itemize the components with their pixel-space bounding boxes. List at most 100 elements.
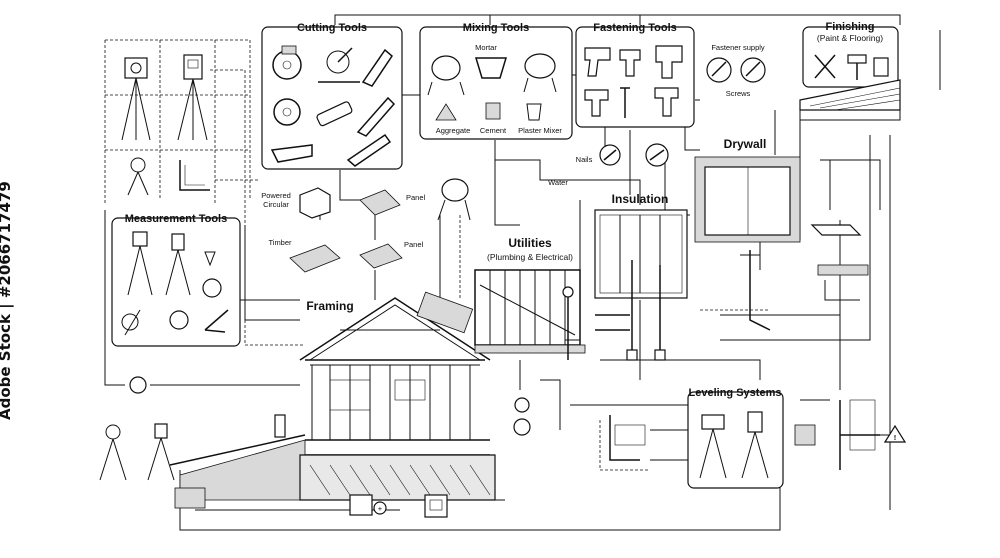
total-station-icon (177, 54, 208, 141)
framing-title: Framing (306, 299, 353, 313)
screw-icon (645, 143, 669, 167)
survey-instruments (121, 54, 210, 196)
mortar-label: Mortar (475, 43, 497, 52)
screw-icon (599, 144, 621, 166)
nail-gun-icon (584, 47, 611, 77)
compass-icon (514, 397, 530, 413)
drywall-title: Drywall (724, 137, 767, 151)
cutting-tools-title: Cutting Tools (297, 22, 367, 34)
insulation-title: Insulation (612, 192, 669, 206)
level-gauge-icon (274, 414, 286, 438)
panel-icon (359, 189, 401, 216)
paint-roller-icon (847, 54, 867, 80)
fastening-tools-panel: Fastening Tools (575, 22, 695, 128)
plumb-bob-icon (127, 157, 149, 196)
circular-saw-icon (273, 98, 301, 126)
fastener-supply: Fastener supply Screws Nails (576, 43, 766, 167)
total-station-icon (147, 423, 175, 481)
bucket-icon (526, 103, 542, 121)
cement-bag-icon (485, 102, 501, 120)
drywall-area: Drywall (694, 137, 801, 331)
aggregate-label: Aggregate (436, 126, 471, 135)
utility-frame (416, 269, 586, 354)
right-devices: ! (794, 399, 907, 470)
pipe-fittings (562, 286, 630, 360)
framing-area: Framing Powered Circular Panel Timber Pa… (99, 178, 531, 509)
utilities-area: Utilities (Plumbing & Electrical) (416, 236, 630, 360)
total-station-icon (741, 411, 769, 479)
finishing-panel: Finishing (Paint & Flooring) (802, 21, 899, 88)
cement-mixer-icon (427, 55, 465, 96)
measurement-tools-panel: Measurement Tools (111, 213, 241, 347)
timber-label: Timber (268, 238, 292, 247)
square-ruler-icon (204, 309, 229, 333)
bottom-devices: + (349, 494, 448, 518)
tape-measure-icon (202, 278, 222, 298)
plus-icon (373, 501, 387, 515)
square-ruler-icon (179, 160, 210, 191)
measurement-tools-title: Measurement Tools (125, 213, 228, 225)
plaster-mixer-label: Plaster Mixer (518, 126, 562, 135)
nail-gun-icon (655, 45, 683, 79)
finishing-subtitle: (Paint & Flooring) (817, 33, 883, 43)
house-frame (299, 297, 491, 456)
water-label: Water (548, 178, 568, 187)
stock-watermark: Adobe Stock | #2066717479 (0, 181, 15, 420)
svg-text:!: ! (894, 433, 897, 442)
auto-level-icon (699, 414, 727, 479)
tripod-laser-icon (99, 424, 127, 481)
mixing-tools-panel: Mixing Tools Mortar Aggregate Cement Pla… (419, 22, 573, 140)
aggregate-pile-icon (435, 103, 457, 121)
panel-label-1: Panel (406, 193, 426, 202)
insulation-area: Insulation (594, 192, 688, 361)
fastening-tools-title: Fastening Tools (593, 22, 677, 34)
timber-icon (289, 244, 341, 273)
fastener-supply-label: Fastener supply (711, 43, 765, 52)
panel-icon (359, 243, 403, 269)
leveling-detail (609, 415, 646, 461)
powered-label-1: Powered (261, 191, 291, 200)
screwdriver-icon (620, 87, 630, 118)
nail-gun-icon (584, 89, 609, 117)
screw-icon (740, 57, 766, 83)
detail-panels (810, 159, 881, 301)
foundation (169, 434, 496, 509)
leveling-systems-panel: Leveling Systems (687, 387, 784, 489)
powered-label-2: Circular (263, 200, 289, 209)
svg-text:+: + (378, 504, 383, 513)
drill-icon (654, 87, 679, 117)
laser-level-icon (424, 494, 448, 518)
hand-saw-icon (356, 96, 396, 137)
warning-icon: ! (883, 424, 907, 443)
tripod-laser-icon (121, 57, 151, 141)
utilities-subtitle: (Plumbing & Electrical) (487, 252, 573, 262)
drill-icon (619, 49, 641, 77)
flooring-panel (799, 79, 901, 121)
laser-receiver-icon (794, 424, 816, 446)
cement-mixer-icon (523, 53, 557, 93)
tape-measure-icon (169, 310, 189, 330)
reciprocating-saw-icon (316, 101, 353, 127)
hand-saw-icon (270, 144, 313, 163)
paint-brush-icon (814, 54, 836, 79)
utilities-title: Utilities (508, 236, 552, 250)
leveling-systems-title: Leveling Systems (689, 387, 782, 399)
plumb-bob-icon (204, 251, 216, 267)
mixing-tools-title: Mixing Tools (463, 22, 529, 34)
screw-icon (706, 57, 732, 83)
hand-saw-icon (346, 133, 392, 167)
circular-saw-icon (272, 45, 302, 80)
hand-saw-icon (361, 48, 393, 87)
miter-saw-icon (318, 47, 360, 83)
mortar-tray-icon (474, 57, 508, 79)
total-station-icon (165, 233, 191, 296)
cutting-tools-panel: Cutting Tools (261, 22, 403, 170)
drywall-pipe (749, 250, 771, 331)
panel-label-2: Panel (404, 240, 424, 249)
cement-mixer-icon (437, 178, 471, 221)
insulation-frame (594, 209, 688, 361)
nails-label: Nails (576, 155, 593, 164)
tripod-laser-icon (127, 231, 153, 296)
